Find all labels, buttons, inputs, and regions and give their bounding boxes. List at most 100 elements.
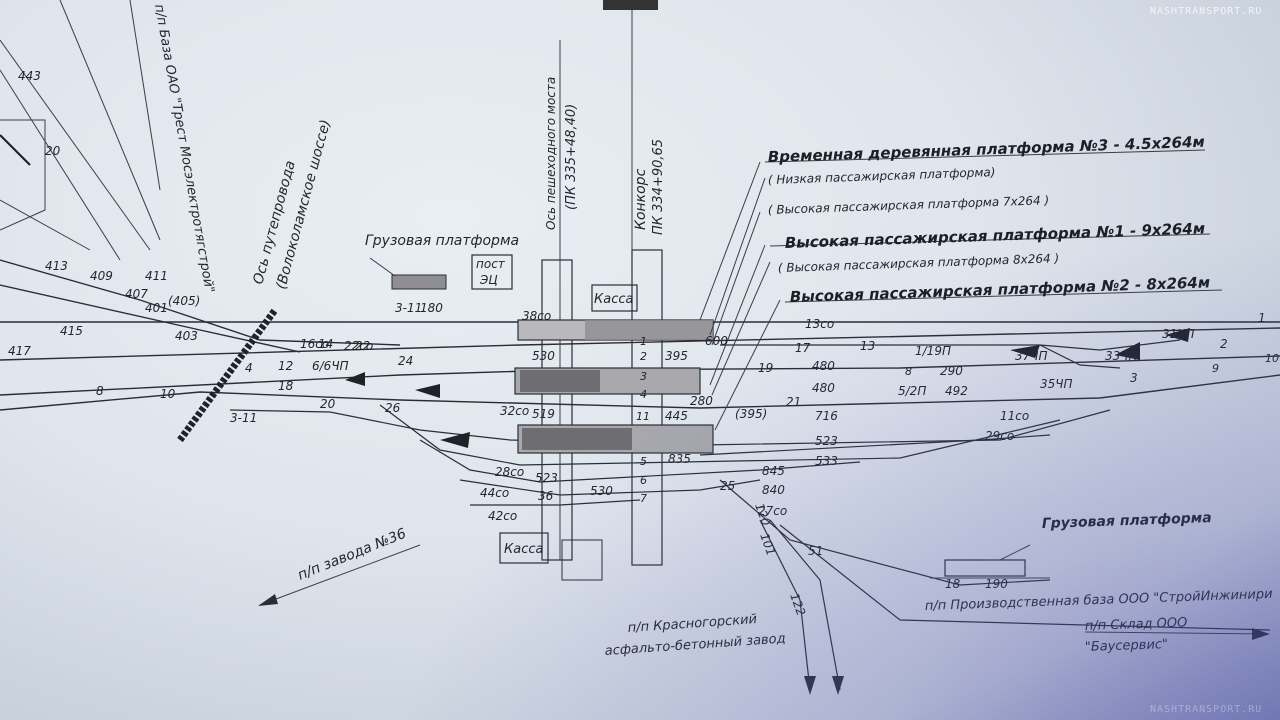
label-base-trest: п/п База ОАО "Трест Мосэлектротягстрой": [151, 3, 217, 294]
num-395a: 395: [665, 349, 688, 363]
num-sw24: 24: [398, 354, 413, 368]
label-production-base: п/п Производственная база ООО "СтройИнжи…: [925, 587, 1273, 614]
label-warehouse-1: п/п Склад ООО: [1085, 615, 1188, 634]
num-44co: 44со: [480, 486, 509, 500]
num-sw51: 51: [808, 544, 823, 558]
concourse: [603, 0, 663, 566]
num-42co: 42со: [488, 509, 517, 523]
num-s33: 33ЧП: [1105, 349, 1138, 363]
num-38co: 38со: [522, 309, 551, 323]
num-530b: 530: [590, 484, 613, 498]
num-s409: 409: [90, 269, 113, 283]
num-523b: 523: [815, 434, 838, 448]
num-29co: 29со: [985, 429, 1014, 443]
label-kassa-top: Касса: [594, 292, 633, 307]
watermark-bottom: NASHTRANSPORT.RU: [1150, 704, 1262, 715]
num-s122: 122: [787, 591, 808, 617]
num-11co: 11со: [1000, 409, 1029, 423]
num-180: 180: [420, 301, 443, 315]
num-sw25: 25: [720, 479, 735, 493]
num-3-11: 3-11: [395, 301, 422, 315]
cargo-platform-right: [944, 559, 1026, 577]
num-533: 533: [815, 454, 838, 468]
platform-2: [517, 424, 714, 454]
track-num-5: 5: [640, 455, 647, 468]
num-600: 600: [705, 334, 728, 348]
num-s401: 401: [145, 301, 168, 315]
num-sw20: 20: [320, 397, 336, 411]
num-sw14: 14: [318, 337, 333, 351]
label-cargo-right: Грузовая платформа: [1042, 510, 1212, 532]
label-concourse: Конкорс: [633, 168, 649, 230]
num-s411: 411: [145, 269, 168, 283]
num-sw3: 3: [1130, 371, 1138, 385]
num-32co: 32со: [500, 404, 529, 418]
label-platform1-title: Высокая пассажирская платформа №1 - 9х26…: [785, 219, 1206, 252]
track-num-8: 8: [905, 365, 912, 378]
top-left-yard: [0, 0, 161, 261]
num-sw22: 22: [355, 339, 370, 353]
label-footbridge-pk: (ПК 335+48,40): [564, 104, 579, 210]
num-3-11b: 3-11: [230, 411, 257, 425]
label-platform3-high: ( Высокая пассажирская платформа 7х264 ): [768, 193, 1050, 217]
track-num-9: 9: [1212, 362, 1219, 375]
label-post-1: пост: [476, 257, 506, 271]
label-platform1-sub: ( Высокая пассажирская платформа 8х264 ): [778, 251, 1060, 275]
num-sw12: 12: [278, 359, 293, 373]
num-sw20top: 20: [45, 144, 61, 158]
num-s443: 443: [18, 69, 41, 83]
cargo-platform-left: [391, 274, 447, 290]
num-s101: 101: [757, 531, 778, 557]
track-num-6: 6: [640, 474, 647, 487]
track-num-1: 1: [640, 335, 647, 348]
track-num-2: 2: [640, 350, 647, 363]
track-num-11: 11: [636, 410, 650, 423]
num-835: 835: [668, 452, 691, 466]
num-sw2: 2: [1220, 337, 1228, 351]
num-s1-19: 1/19П: [915, 344, 951, 358]
num-sw21: 21: [786, 395, 801, 409]
label-platform3-title: Временная деревянная платформа №3 - 4.5х…: [768, 133, 1206, 166]
platform-3: [517, 319, 714, 341]
track-num-7: 7: [640, 492, 647, 505]
track-num-10: 10: [1265, 352, 1279, 365]
track-num-4: 4: [640, 388, 647, 401]
num-s6: 6/6ЧП: [312, 359, 349, 373]
num-sw26: 26: [385, 401, 401, 415]
num-sw10: 10: [160, 387, 176, 401]
num-840: 840: [762, 483, 785, 497]
track-num-3: 3: [640, 370, 647, 383]
num-28co: 28со: [495, 465, 524, 479]
num-sw18: 18: [278, 379, 294, 393]
num-s5-2: 5/2П: [898, 384, 926, 398]
num-s417: 417: [8, 344, 31, 358]
label-post-2: ЭЦ: [479, 273, 498, 287]
num-530a: 530: [532, 349, 555, 363]
num-s403: 403: [175, 329, 198, 343]
label-plant-36: п/п завода №36: [296, 526, 409, 584]
num-s415: 415: [60, 324, 83, 338]
label-platform3-low: ( Низкая пассажирская платформа): [768, 165, 996, 187]
num-s35: 35ЧП: [1040, 377, 1073, 391]
num-s31: 31ЧП: [1162, 327, 1195, 341]
num-s413: 413: [45, 259, 68, 273]
label-kassa-bottom: Касса: [504, 542, 543, 557]
num-190: 190: [985, 577, 1008, 591]
label-platform2-title: Высокая пассажирская платформа №2 - 8х26…: [790, 273, 1211, 306]
num-s37: 37ЧП: [1015, 349, 1048, 363]
label-concourse-pk: ПК 334+90,65: [651, 139, 666, 235]
num-480b: 480: [812, 381, 835, 395]
num-523a: 523: [535, 471, 558, 485]
num-sw36: 36: [538, 489, 554, 503]
label-asphalt-1: п/п Красногорский: [627, 612, 757, 636]
platform-1: [514, 367, 701, 395]
num-sw17: 17: [795, 341, 811, 355]
num-18: 18: [945, 577, 961, 591]
num-sw4: 4: [245, 361, 253, 375]
num-s407: 407: [125, 287, 148, 301]
num-sw13: 13: [860, 339, 875, 353]
num-sw1: 1: [1258, 311, 1266, 325]
num-480a: 480: [812, 359, 835, 373]
num-sw8: 8: [96, 384, 104, 398]
